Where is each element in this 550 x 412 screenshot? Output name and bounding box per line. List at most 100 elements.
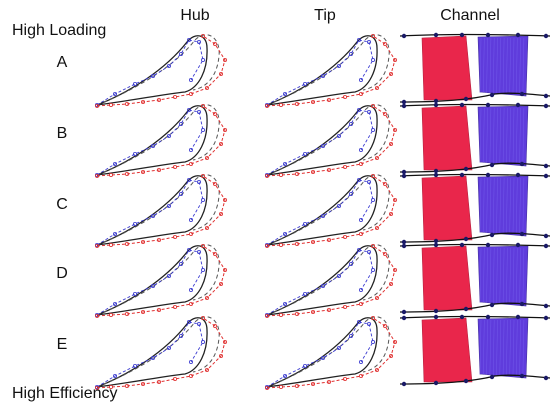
row-label-b: B [56, 125, 68, 142]
tip-pressure-control-point [343, 95, 348, 100]
channel-red-region [421, 35, 473, 101]
tip-pressure-control-point [327, 168, 332, 173]
hub-pressure-control-point [213, 323, 218, 328]
hub-pressure-control-point [124, 242, 129, 247]
hub-pressure-control-point [219, 212, 224, 217]
channel-mesh-line [502, 247, 505, 304]
channel-red-region [421, 245, 473, 311]
tip-blade-0 [264, 34, 397, 109]
hub-pressure-control-point [94, 386, 100, 391]
hub-pressure-control-point [213, 111, 218, 116]
tip-suction-control-point [321, 284, 326, 289]
tip-pressure-control-point [371, 104, 376, 109]
tip-pressure-control-point [264, 244, 270, 249]
hub-suction-control-polygon [96, 109, 204, 176]
channel-wall-control-point [515, 242, 521, 248]
hub-pressure-control-point [222, 339, 227, 344]
tip-pressure-control-point [392, 339, 397, 344]
channel-shroud-wall [399, 315, 550, 319]
hub-suction-control-point [179, 51, 184, 56]
tip-suction-control-point [282, 374, 287, 379]
hub-blade-0 [94, 34, 227, 109]
hub-blade-3 [94, 244, 227, 319]
channel-mesh-line [519, 177, 521, 234]
channel-mesh-line [519, 107, 521, 164]
channel-mesh-line [509, 37, 511, 94]
tip-pressure-control-point [375, 296, 380, 301]
hub-suction-control-point [197, 109, 202, 114]
channel-mesh-line [489, 37, 492, 94]
hub-suction-control-polygon [96, 179, 204, 246]
tip-pressure-control-point [383, 323, 388, 328]
tip-suction-control-point [321, 356, 326, 361]
channel-mesh-line [499, 247, 501, 304]
tip-suction-control-point [371, 339, 376, 344]
channel-mesh-line [486, 37, 488, 94]
channel-wall-control-point [433, 242, 439, 248]
hub-camber-line [96, 174, 220, 246]
hub-suction-control-point [112, 92, 117, 97]
channel-hub-wall [399, 92, 550, 103]
tip-pressure-control-point [359, 232, 364, 237]
channel-wall-control-point [543, 103, 549, 109]
tip-pressure-control-point [389, 212, 394, 217]
tip-suction-control-point [337, 204, 342, 209]
hub-suction-control-point [179, 191, 184, 196]
channel-panel-2 [399, 172, 550, 245]
channel-mesh-line [509, 107, 511, 164]
channel-wall-control-point [519, 231, 525, 237]
hub-suction-control-point [151, 74, 156, 79]
hub-pressure-control-point [173, 235, 178, 240]
hub-suction-control-point [187, 319, 192, 324]
channel-mesh-line [502, 107, 505, 164]
tip-suction-control-point [337, 134, 342, 139]
hub-suction-control-point [189, 218, 194, 223]
channel-mesh-line [493, 177, 495, 234]
tip-blade-outline [266, 245, 378, 316]
hub-suction-control-point [167, 64, 172, 69]
hub-suction-control-point [201, 197, 206, 202]
tip-pressure-control-point [389, 142, 394, 147]
tip-suction-control-point [367, 249, 372, 254]
channel-wall-control-point [401, 33, 407, 39]
tip-pressure-control-point [278, 313, 283, 318]
channel-mesh-line [483, 37, 485, 94]
hub-pressure-control-point [173, 95, 178, 100]
channel-mesh-line [519, 319, 521, 376]
channel-mesh-line [502, 319, 505, 376]
channel-wall-control-point [543, 33, 549, 39]
tip-pressure-control-point [343, 305, 348, 310]
channel-mesh-line [483, 319, 485, 376]
hub-pressure-control-point [141, 100, 146, 105]
tip-pressure-control-polygon [266, 317, 396, 389]
channel-wall-control-point [433, 102, 439, 108]
tip-pressure-control-point [375, 226, 380, 231]
tip-pressure-control-point [375, 86, 380, 91]
channel-wall-control-point [543, 375, 549, 381]
channel-red-region [421, 105, 473, 171]
channel-mesh-line [489, 177, 492, 234]
channel-wall-control-point [433, 314, 439, 320]
channel-wall-control-point [519, 91, 525, 97]
channel-mesh-line [499, 319, 501, 376]
column-title-hub: Hub [180, 7, 210, 24]
channel-mesh-line [502, 177, 505, 234]
tip-pressure-control-point [278, 243, 283, 248]
channel-panel-1 [399, 102, 550, 175]
hub-suction-control-point [189, 78, 194, 83]
tip-blade-2 [264, 174, 397, 249]
tip-pressure-control-point [264, 386, 270, 391]
hub-pressure-control-point [189, 302, 194, 307]
tip-suction-control-point [303, 152, 308, 157]
channel-wall-control-point [515, 172, 521, 178]
channel-mesh-line [483, 107, 485, 164]
channel-mesh-line [516, 247, 518, 304]
hub-pressure-control-point [205, 368, 210, 373]
tip-camber-line [266, 316, 390, 388]
hub-suction-control-point [112, 302, 117, 307]
row-label-a: A [56, 54, 68, 71]
tip-blade-outline [266, 317, 378, 388]
hub-suction-control-point [167, 204, 172, 209]
hub-suction-control-point [112, 374, 117, 379]
channel-mesh-line [512, 177, 515, 234]
